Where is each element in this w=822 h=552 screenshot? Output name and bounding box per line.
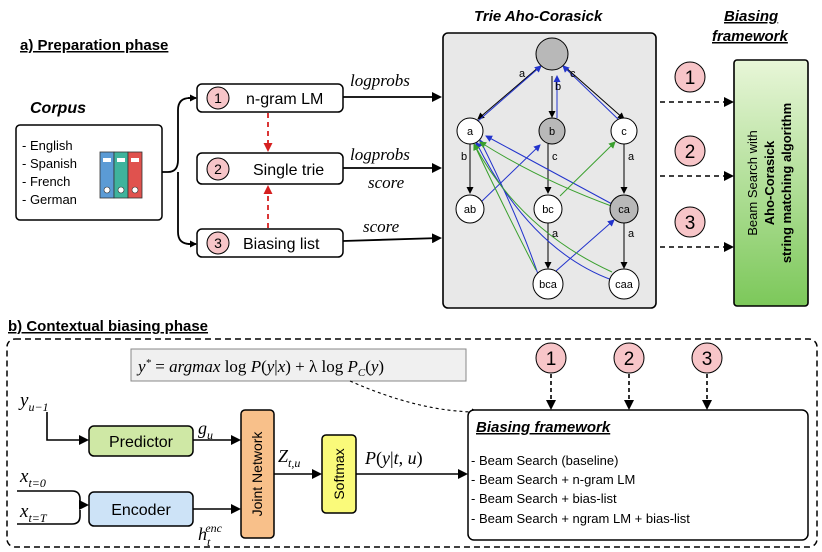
trie-node-b-label: b xyxy=(549,126,555,138)
x-input-0-label: xt=0 xyxy=(19,466,46,490)
trie-node-bc xyxy=(533,194,563,224)
edge-label-ca-caa: a xyxy=(628,228,635,240)
marker-3-top-num: 3 xyxy=(685,213,696,234)
z-label: Zt,u xyxy=(278,446,300,470)
trie-node-c-label: c xyxy=(621,126,627,138)
framework-item-2: - Beam Search + n-gram LM xyxy=(471,472,635,487)
trie-node-ab xyxy=(455,194,485,224)
marker-3-prep xyxy=(206,231,230,255)
equation-to-framework-arrow xyxy=(349,380,479,416)
marker-2-prep xyxy=(206,157,230,181)
biasing-framework-top-title-1: Biasing xyxy=(724,8,778,25)
trie-node-c xyxy=(610,117,638,145)
marker-1-bottom xyxy=(535,342,567,374)
edge-label-a-ab: b xyxy=(461,151,467,163)
trie-node-ca xyxy=(609,194,639,224)
marker-1-bottom-num: 1 xyxy=(546,349,557,370)
context-phase-title: b) Contextual biasing phase xyxy=(8,318,208,335)
corpus-lang-2: - Spanish xyxy=(22,156,77,171)
edge-label-root-c: c xyxy=(570,68,576,80)
biasing-list-box xyxy=(196,228,344,258)
trie-node-ca-label: ca xyxy=(618,204,631,216)
x-input-T-label: xt=T xyxy=(19,501,48,525)
joint-network-label: Joint Network xyxy=(249,431,265,517)
trie-node-ab-label: ab xyxy=(464,204,476,216)
marker-2-bottom-num: 2 xyxy=(624,349,635,370)
trie-output-links xyxy=(473,141,616,273)
beam-search-ac-line-1: Beam Search with xyxy=(745,130,760,236)
binders-icon xyxy=(99,151,143,199)
encoder-label: Encoder xyxy=(111,502,171,519)
trie-node-bca-label: bca xyxy=(539,279,558,291)
marker-2-bottom xyxy=(613,342,645,374)
marker-1-prep xyxy=(206,86,230,110)
trie-node-caa xyxy=(608,268,640,300)
corpus-brace xyxy=(162,97,195,245)
marker-1-top xyxy=(674,61,706,93)
marker-1-prep-num: 1 xyxy=(214,90,222,106)
trie-edges xyxy=(466,65,628,269)
prep-phase-title: a) Preparation phase xyxy=(20,37,168,54)
p-label: P(y|t, u) xyxy=(364,448,423,469)
marker-2-top-num: 2 xyxy=(685,142,696,163)
edge-label-root-a: a xyxy=(519,68,526,80)
edge-label-c-ca: a xyxy=(628,151,635,163)
biasing-framework-bottom-title: Biasing framework xyxy=(476,419,611,436)
marker-3-bottom-num: 3 xyxy=(702,349,713,370)
g-u-label: gu xyxy=(198,418,213,442)
edge-label-bc-bca: a xyxy=(552,228,559,240)
beam-search-ac-line-2: Aho-Corasick xyxy=(762,140,777,225)
ngram-lm-label: n-gram LM xyxy=(246,91,323,108)
softmax-label: Softmax xyxy=(331,448,347,499)
equation-box xyxy=(130,348,467,382)
trie-node-b xyxy=(538,117,566,145)
trie-node-root xyxy=(535,37,569,71)
framework-item-4: - Beam Search + ngram LM + bias-list xyxy=(471,511,690,526)
edge-label-root-b: b xyxy=(555,81,561,93)
predictor-box xyxy=(88,425,194,457)
equation-text: y* = argmax log P(y|x) + λ log PC(y) xyxy=(136,357,384,379)
y-input-label: yu−1 xyxy=(18,390,49,414)
marker-2-prep-num: 2 xyxy=(214,161,222,177)
marker-1-top-num: 1 xyxy=(685,68,696,89)
framework-item-3: - Beam Search + bias-list xyxy=(471,491,617,506)
corpus-lang-4: - German xyxy=(22,192,77,207)
trie-node-caa-label: caa xyxy=(615,279,634,291)
trie-node-bc-label: bc xyxy=(542,204,554,216)
ngram-lm-box xyxy=(196,83,344,113)
context-phase-frame xyxy=(6,338,818,548)
edge-label-b-bc: c xyxy=(552,151,558,163)
biasing-list-label: Biasing list xyxy=(243,236,320,253)
beam-search-ac-box xyxy=(733,59,809,307)
corpus-title: Corpus xyxy=(30,100,86,117)
y-input-arrow xyxy=(46,412,89,445)
marker-3-bottom xyxy=(691,342,723,374)
marker-2-top xyxy=(674,135,706,167)
corpus-lang-1: - English xyxy=(22,138,73,153)
beam-search-ac-line-3: string matching algorithm xyxy=(779,103,794,263)
biasing-framework-top-title-2: framework xyxy=(712,28,789,45)
x-input-T-arrow xyxy=(17,510,81,525)
trie-node-a-label: a xyxy=(467,126,474,138)
single-trie-label: Single trie xyxy=(253,162,324,179)
score-label-2: score xyxy=(368,173,405,192)
trie-title: Trie Aho-Corasick xyxy=(474,8,603,25)
framework-item-1: - Beam Search (baseline) xyxy=(471,453,618,468)
marker-3-top xyxy=(674,206,706,238)
biasing-framework-bottom-box xyxy=(467,409,809,541)
logprobs-label-2: logprobs xyxy=(350,145,410,164)
score-label-3: score xyxy=(363,217,400,236)
trie-node-bca xyxy=(532,268,564,300)
corpus-lang-3: - French xyxy=(22,174,70,189)
h-enc-label: htenc xyxy=(198,521,223,549)
x-input-0-arrow xyxy=(17,490,89,510)
marker-3-prep-num: 3 xyxy=(214,235,222,251)
arrow-bias-to-trie xyxy=(342,233,442,244)
predictor-label: Predictor xyxy=(109,434,174,451)
trie-failure-links xyxy=(475,65,621,281)
logprobs-label-1: logprobs xyxy=(350,71,410,90)
trie-node-a xyxy=(456,117,484,145)
